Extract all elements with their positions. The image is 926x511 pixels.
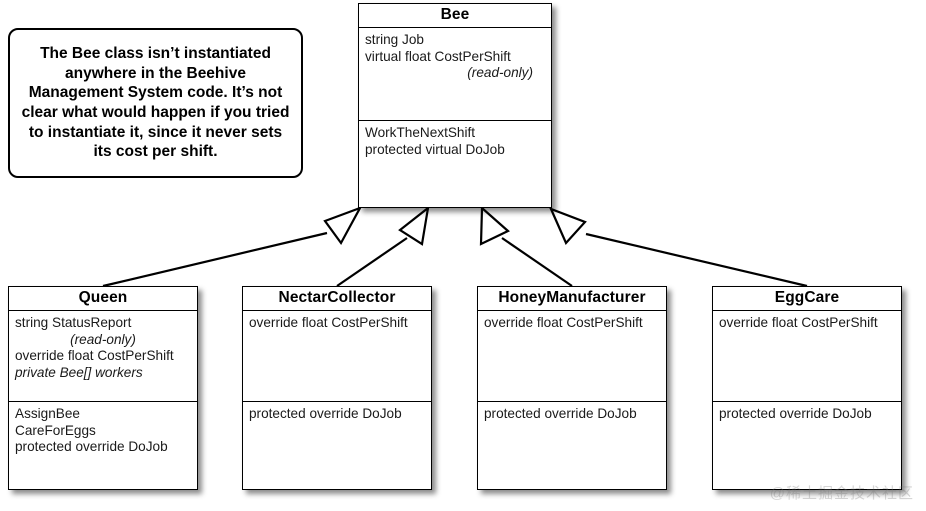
inheritance-link-queen: [102, 205, 363, 288]
bee-class-note-text: The Bee class isn’t instantiated anywher…: [21, 44, 290, 161]
class-attributes-nectarcollector: override float CostPerShift: [243, 311, 431, 402]
inheritance-link-eggcare: [548, 207, 808, 288]
class-methods-bee: WorkTheNextShift protected virtual DoJob: [359, 121, 551, 207]
method-row: protected override DoJob: [484, 406, 637, 421]
attribute-row: override float CostPerShift: [719, 315, 878, 330]
method-row: CareForEggs: [15, 422, 96, 438]
class-box-bee[interactable]: Bee string Job virtual float CostPerShif…: [358, 3, 552, 208]
method-row: protected override DoJob: [249, 406, 402, 421]
class-box-eggcare[interactable]: EggCare override float CostPerShift prot…: [712, 286, 902, 490]
class-methods-queen: AssignBee CareForEggs protected override…: [9, 402, 197, 489]
bee-class-note: The Bee class isn’t instantiated anywher…: [8, 28, 303, 178]
watermark: @稀土掘金技术社区: [769, 485, 914, 502]
attribute-row: override float CostPerShift: [249, 315, 408, 330]
class-box-nectarcollector[interactable]: NectarCollector override float CostPerSh…: [242, 286, 432, 490]
inheritance-link-nectarcollector: [336, 205, 430, 287]
attribute-row: private Bee[] workers: [15, 365, 143, 381]
class-title-queen: Queen: [9, 287, 197, 311]
class-title-eggcare: EggCare: [713, 287, 901, 311]
class-attributes-bee: string Job virtual float CostPerShift (r…: [359, 28, 551, 121]
attribute-row: (read-only): [70, 331, 136, 347]
class-methods-eggcare: protected override DoJob: [713, 402, 901, 489]
class-box-honeymanufacturer[interactable]: HoneyManufacturer override float CostPer…: [477, 286, 667, 490]
class-attributes-honeymanufacturer: override float CostPerShift: [478, 311, 666, 402]
class-box-queen[interactable]: Queen string StatusReport (read-only) ov…: [8, 286, 198, 490]
method-row: protected override DoJob: [15, 439, 168, 455]
class-methods-nectarcollector: protected override DoJob: [243, 402, 431, 489]
attribute-row: (read-only): [467, 65, 533, 81]
method-row: protected override DoJob: [719, 406, 872, 421]
attribute-row: string StatusReport: [15, 315, 132, 330]
attribute-row: override float CostPerShift: [484, 315, 643, 330]
class-attributes-eggcare: override float CostPerShift: [713, 311, 901, 402]
method-row: protected virtual DoJob: [365, 141, 505, 157]
class-title-bee: Bee: [359, 4, 551, 28]
attribute-row: virtual float CostPerShift: [365, 48, 511, 64]
method-row: AssignBee: [15, 406, 80, 421]
class-title-honeymanufacturer: HoneyManufacturer: [478, 287, 666, 311]
inheritance-link-honeymanufacturer: [479, 205, 573, 287]
class-methods-honeymanufacturer: protected override DoJob: [478, 402, 666, 489]
attribute-row: string Job: [365, 32, 424, 47]
class-title-nectarcollector: NectarCollector: [243, 287, 431, 311]
class-attributes-queen: string StatusReport (read-only) override…: [9, 311, 197, 402]
attribute-row: override float CostPerShift: [15, 348, 174, 364]
method-row: WorkTheNextShift: [365, 125, 476, 140]
